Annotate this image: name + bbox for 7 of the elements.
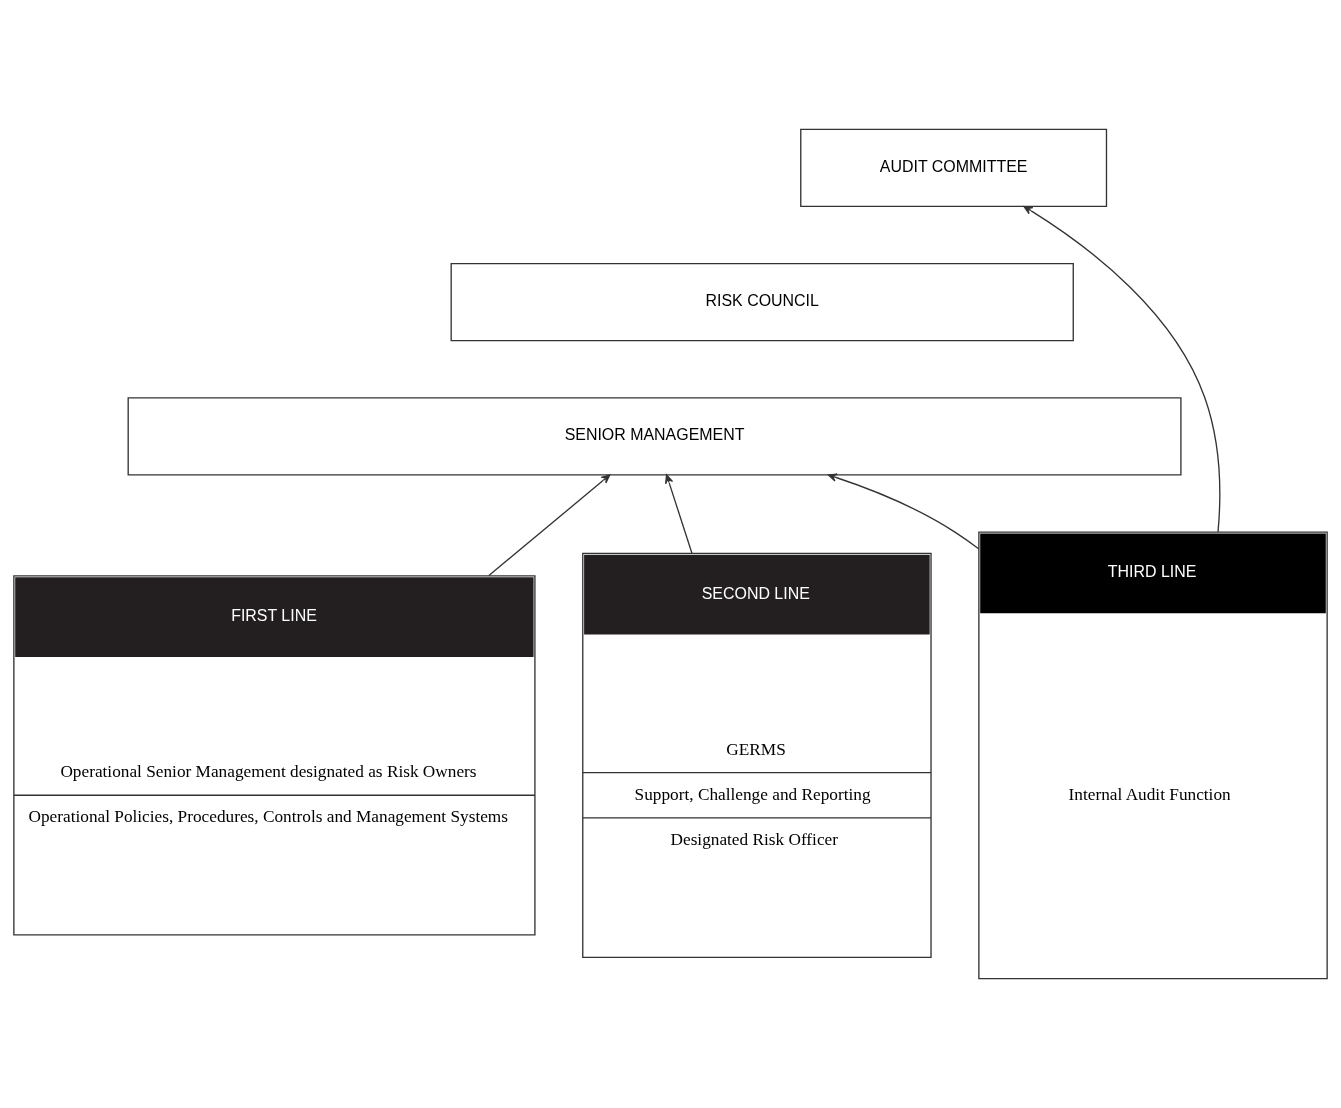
arrow: [488, 474, 611, 577]
node-box: AUDIT COMMITTEE: [800, 128, 1108, 208]
arrow: [665, 474, 693, 554]
arrow: [1023, 205, 1221, 533]
arrow: [827, 473, 980, 550]
node-box: RISK COUNCIL: [450, 262, 1074, 342]
node-box: SENIOR MANAGEMENT: [127, 397, 1182, 476]
